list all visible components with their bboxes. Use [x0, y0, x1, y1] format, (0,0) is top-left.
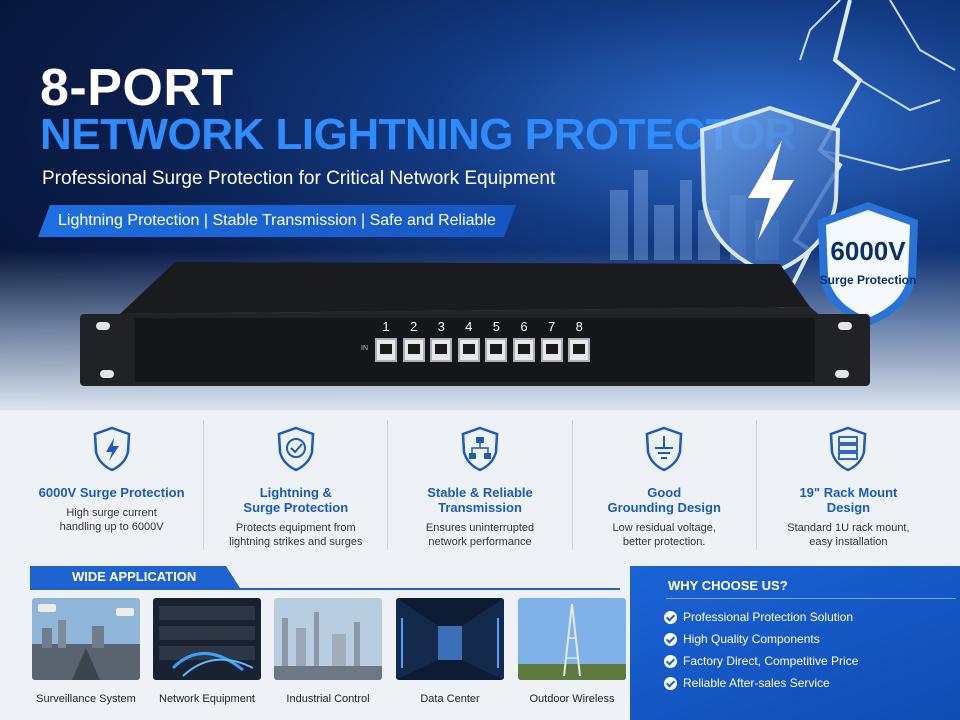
title-line-1: 8-PORT: [40, 59, 234, 117]
rj45-port: [430, 338, 453, 362]
port-number: 8: [575, 319, 583, 334]
check-circle-icon: [664, 632, 677, 646]
application-item: Network Equipment: [153, 598, 261, 705]
in-label: IN: [361, 345, 368, 352]
application-caption: Industrial Control: [286, 693, 370, 705]
why-item: Professional Protection Solution: [664, 606, 858, 628]
why-list: Professional Protection Solution High Qu…: [664, 606, 858, 694]
why-item: Factory Direct, Competitive Price: [664, 650, 858, 672]
wide-application-divider: [30, 588, 620, 590]
feature-desc: Standard 1U rack mount,easy installation: [787, 522, 910, 548]
network-equipment-photo: [153, 598, 261, 680]
feature-card: 6000V Surge Protection High surge curren…: [20, 420, 203, 550]
application-caption: Network Equipment: [159, 693, 255, 705]
port-number: 5: [492, 319, 500, 334]
ribbon-text: Lightning Protection | Stable Transmissi…: [58, 212, 496, 229]
feature-desc: Low residual voltage,better protection.: [612, 522, 716, 548]
feature-title: Lightning &Surge Protection: [243, 485, 349, 515]
port-number: 6: [520, 319, 528, 334]
port-number: 1: [382, 319, 390, 334]
rack-icon: [830, 426, 867, 472]
port-number: 7: [547, 319, 556, 334]
check-circle-icon: [664, 610, 677, 624]
port-number: 2: [409, 319, 418, 334]
application-item: Data Center: [396, 598, 504, 705]
wide-application-label: WIDE APPLICATION: [30, 566, 240, 588]
rj45-port: [402, 338, 425, 362]
rj45-port: [457, 338, 480, 362]
voltage-badge: [818, 202, 918, 326]
rj45-port: [513, 338, 535, 362]
rj45-port: [485, 338, 508, 362]
check-circle-icon: [664, 654, 677, 668]
rj45-port: [375, 338, 397, 362]
ground-shield-icon: [645, 426, 683, 472]
rj45-port: [568, 338, 591, 362]
industrial-control-photo: [274, 598, 382, 680]
data-center-photo: [396, 598, 504, 680]
why-item: Reliable After-sales Service: [664, 672, 858, 694]
port-number: 4: [465, 319, 473, 334]
surge-shield-icon: [93, 426, 130, 472]
application-caption: Surveillance System: [36, 693, 136, 705]
surveillance-photo: [32, 598, 140, 680]
feature-card: Lightning &Surge Protection Protects equ…: [203, 420, 387, 550]
outdoor-wireless-photo: [518, 598, 626, 680]
application-caption: Outdoor Wireless: [529, 693, 615, 705]
feature-row: 6000V Surge Protection High surge curren…: [20, 420, 940, 550]
application-caption: Data Center: [420, 693, 480, 705]
network-icon: [461, 426, 499, 472]
feature-title: 6000V Surge Protection: [38, 485, 185, 500]
why-choose-us-panel: WHY CHOOSE US? Professional Protection S…: [630, 566, 960, 720]
application-item: Outdoor Wireless: [518, 598, 626, 705]
subtitle: Professional Surge Protection for Critic…: [42, 168, 556, 189]
feature-ribbon: Lightning Protection | Stable Transmissi…: [38, 205, 516, 237]
port-number: 3: [437, 319, 445, 334]
check-shield-icon: [277, 426, 315, 472]
badge-caption: Surge Protection: [819, 273, 917, 287]
rack-device: [80, 262, 870, 386]
why-item: High Quality Components: [664, 628, 858, 650]
application-item: Industrial Control: [274, 598, 382, 705]
why-title: WHY CHOOSE US?: [668, 578, 788, 593]
check-circle-icon: [664, 676, 677, 690]
badge-value: 6000V: [830, 236, 906, 266]
title-line-2: NETWORK LIGHTNING PROTECTOR: [40, 110, 796, 159]
rj45-port: [540, 338, 563, 362]
application-item: Surveillance System: [32, 598, 140, 705]
why-divider: [666, 598, 956, 599]
